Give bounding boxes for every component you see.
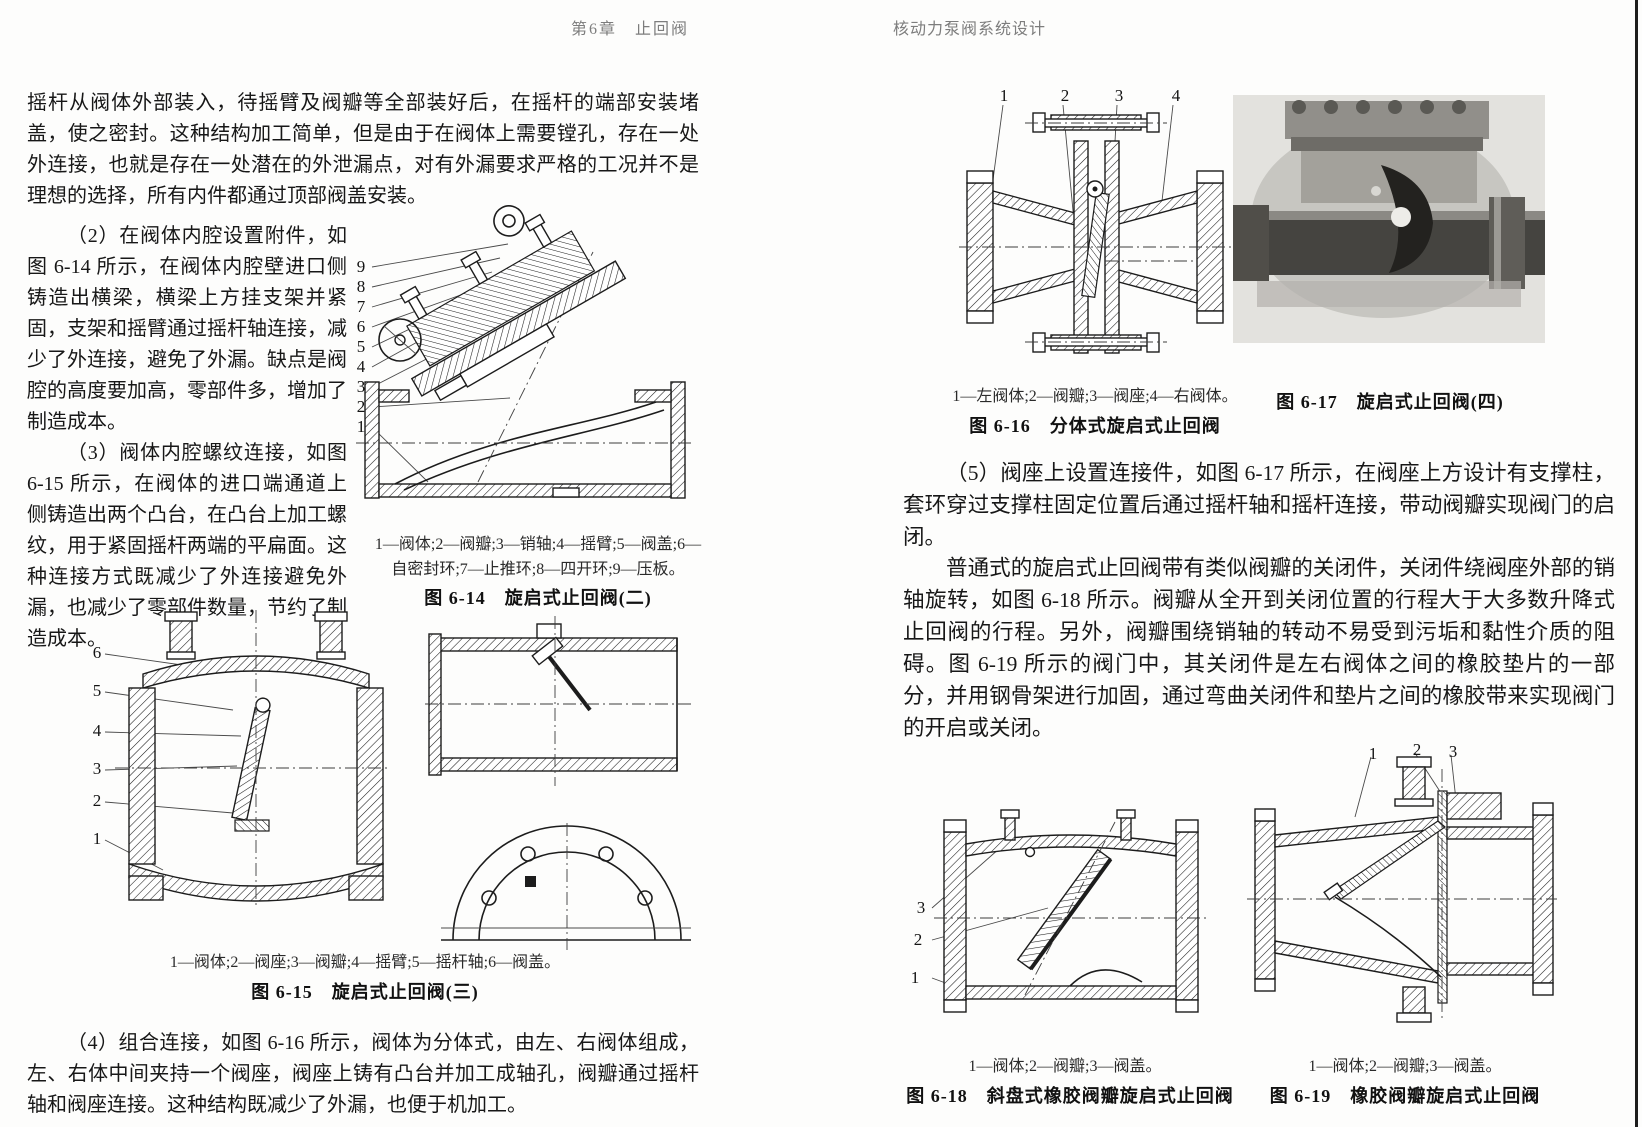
fig19-legend: 1—阀体;2—阀瓣;3—阀盖。: [1308, 1058, 1502, 1075]
para-swing-type: 普通式的旋启式止回阀带有类似阀瓣的关闭件，关闭件绕阀座外部的销轴旋转，如图 6-…: [903, 556, 1615, 740]
fig-6-14-drawing: [356, 205, 694, 499]
fig16-callout: 3: [1114, 86, 1124, 105]
fig18-callout: 1: [910, 968, 920, 987]
fig14-callout: 7: [356, 297, 366, 316]
fig15-callout: 2: [92, 791, 102, 810]
fig19-callout: 1: [1368, 744, 1378, 763]
fig16-callout: 1: [999, 86, 1009, 105]
fig14-legend: 1—阀体;2—阀瓣;3—销轴;4—摇臂;5—阀盖;6—自密封环;7—止推环;8—…: [374, 536, 702, 578]
fig-6-16-drawing: [959, 104, 1231, 354]
fig14-callout: 6: [356, 317, 366, 336]
fig16-callout: 4: [1171, 86, 1181, 105]
fig16-callout: 2: [1060, 86, 1070, 105]
fig-6-17-photo: [1233, 95, 1545, 343]
fig15-callout: 5: [92, 681, 102, 700]
fig-6-18-drawing: [931, 809, 1210, 1013]
fig18-callout: 3: [916, 898, 926, 917]
fig14-caption: 图 6-14 旋启式止回阀(二): [424, 588, 652, 608]
fig14-callout: 8: [356, 277, 366, 296]
fig15-legend: 1—阀体;2—阀座;3—阀瓣;4—摇臂;5—摇杆轴;6—阀盖。: [169, 954, 561, 971]
fig16-legend: 1—左阀体;2—阀瓣;3—阀座;4—右阀体。: [952, 388, 1238, 405]
fig15-callout: 1: [92, 829, 102, 848]
fig15-callout: 3: [92, 759, 102, 778]
para-bonnet-seal: 摇杆从阀体外部装入，待摇臂及阀瓣等全部装好后，在摇杆的端部安装堵盖，使之密封。这…: [27, 92, 699, 207]
fig14-callout: 9: [356, 257, 366, 276]
left-page-header: 第6章 止回阀: [570, 21, 689, 38]
fig19-caption: 图 6-19 橡胶阀瓣旋启式止回阀: [1269, 1086, 1541, 1106]
fig19-callout: 2: [1412, 740, 1422, 759]
fig18-caption: 图 6-18 斜盘式橡胶阀瓣旋启式止回阀: [906, 1086, 1234, 1106]
para-item-5: （5）阀座上设置连接件，如图 6-17 所示，在阀座上方设计有支撑柱，套环穿过支…: [903, 461, 1615, 549]
fig-6-15-drawing: [104, 610, 691, 950]
para-item-3: （3）阀体内腔螺纹连接，如图 6-15 所示，在阀体的进口端通道上侧铸造出两个凸…: [27, 442, 347, 650]
fig14-callout: 3: [356, 377, 366, 396]
fig18-legend: 1—阀体;2—阀瓣;3—阀盖。: [968, 1058, 1162, 1075]
right-page-header: 核动力泵阀系统设计: [893, 21, 1047, 38]
fig15-callout: 6: [92, 643, 102, 662]
fig-6-19-drawing: [1247, 752, 1557, 1023]
fig15-callout: 4: [92, 721, 102, 740]
fig14-callout: 5: [356, 337, 366, 356]
para-item-4: （4）组合连接，如图 6-16 所示，阀体为分体式，由左、右阀体组成，左、右体中…: [27, 1032, 699, 1116]
fig14-callout: 1: [356, 417, 366, 436]
fig18-callout: 2: [913, 930, 923, 949]
fig14-callout: 4: [356, 357, 366, 376]
fig14-callout: 2: [356, 397, 366, 416]
fig15-caption: 图 6-15 旋启式止回阀(三): [251, 982, 479, 1002]
fig19-callout: 3: [1448, 742, 1458, 761]
scan-edge-line: [1635, 0, 1638, 1127]
fig16-caption: 图 6-16 分体式旋启式止回阀: [969, 416, 1221, 436]
fig17-caption: 图 6-17 旋启式止回阀(四): [1276, 392, 1504, 412]
para-item-2: （2）在阀体内腔设置附件，如图 6-14 所示，在阀体内腔壁进口侧铸造出横梁，横…: [27, 225, 347, 433]
